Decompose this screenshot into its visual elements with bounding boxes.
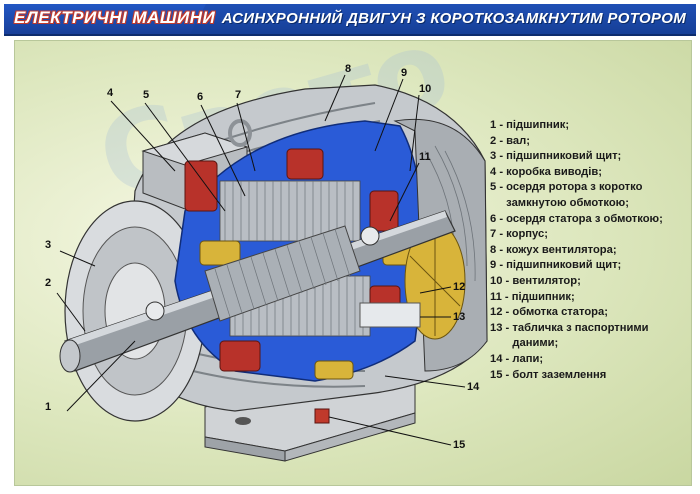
legend-num: 4 -	[490, 165, 507, 178]
callout-14: 14	[467, 381, 480, 393]
lifting-eye	[228, 119, 252, 147]
callout-7: 7	[235, 89, 242, 101]
legend-item: 4 - коробка виводів;	[490, 165, 690, 181]
legend-text: табличка з паспортними даними;	[512, 321, 649, 350]
legend-num: 15 -	[490, 368, 513, 381]
legend-text: обмотка статора;	[512, 306, 608, 319]
callout-6: 6	[197, 91, 204, 103]
legend-text: осердя ротора з коротко замкнутою обмотк…	[506, 181, 643, 209]
nameplate	[359, 302, 421, 328]
legend-item: 14 - лапи;	[490, 352, 690, 368]
legend-text: підшипник;	[506, 119, 570, 131]
callout-1: 1	[45, 401, 52, 413]
legend-text: підшипник;	[511, 290, 575, 303]
legend-num: 13 -	[490, 321, 513, 334]
legend-text: вал;	[506, 134, 530, 147]
diagram-panel: Свето	[14, 3, 692, 486]
legend-item: 3 - підшипниковий щит;	[490, 149, 690, 165]
legend-text: лапи;	[512, 352, 544, 365]
legend-text: кожух вентилятора;	[506, 243, 617, 256]
motor-diagram	[56, 74, 488, 462]
bearings	[145, 226, 380, 321]
legend-num: 14 -	[490, 352, 513, 365]
legend-num: 1 -	[490, 119, 507, 131]
legend-item: 5 - осердя ротора з коротко замкнутою об…	[490, 180, 690, 211]
legend-item: 1 - підшипник;	[490, 118, 690, 134]
legend-num: 2 -	[490, 134, 507, 147]
legend-item: 8 - кожух вентилятора;	[490, 243, 690, 259]
legend-item: 13 - табличка з паспортними даними;	[490, 321, 690, 352]
legend-num: 12 -	[490, 306, 513, 319]
legend-num: 8 -	[490, 243, 507, 256]
callout-9: 9	[401, 67, 408, 79]
legend-num: 5 -	[490, 181, 507, 194]
legend-text: коробка виводів;	[506, 165, 602, 178]
legend-text: підшипниковий щит;	[506, 150, 622, 163]
header-bar: ЕЛЕКТРИЧНІ МАШИНИ АСИНХРОННИЙ ДВИГУН З К…	[4, 4, 696, 36]
legend-num: 6 -	[490, 212, 507, 225]
legend: 1 - підшипник; 2 - вал; 3 - підшипникови…	[490, 118, 690, 383]
header-left-tab	[4, 4, 206, 34]
callout-3: 3	[45, 239, 52, 251]
callout-2: 2	[45, 277, 52, 289]
callout-11: 11	[419, 151, 431, 163]
callout-10: 10	[419, 83, 432, 95]
legend-num: 10 -	[490, 274, 513, 287]
legend-text: підшипниковий щит;	[506, 259, 622, 272]
legend-num: 3 -	[490, 150, 507, 163]
legend-item: 11 - підшипник;	[490, 290, 690, 306]
callout-5: 5	[143, 89, 150, 101]
legend-num: 7 -	[490, 228, 507, 241]
legend-item: 6 - осердя статора з обмоткою;	[490, 212, 690, 228]
callout-15: 15	[453, 439, 466, 451]
legend-num: 11 -	[490, 290, 512, 303]
callout-13: 13	[453, 311, 466, 323]
callout-8: 8	[345, 63, 352, 75]
ground-bolt	[314, 408, 330, 424]
leader-lines	[56, 74, 466, 446]
callout-12: 12	[453, 281, 466, 293]
legend-item: 10 - вентилятор;	[490, 274, 690, 290]
legend-item: 15 - болт заземлення	[490, 368, 690, 384]
callout-4: 4	[107, 87, 114, 99]
legend-item: 2 - вал;	[490, 134, 690, 150]
poster-title: АСИНХРОННИЙ ДВИГУН З КОРОТКОЗАМКНУТИМ РО…	[221, 10, 686, 27]
legend-text: болт заземлення	[512, 368, 607, 381]
legend-num: 9 -	[490, 259, 507, 272]
legend-text: вентилятор;	[512, 274, 581, 287]
legend-text: корпус;	[506, 228, 548, 241]
series-title: ЕЛЕКТРИЧНІ МАШИНИ	[14, 8, 216, 27]
legend-item: 12 - обмотка статора;	[490, 305, 690, 321]
legend-item: 9 - підшипниковий щит;	[490, 258, 690, 274]
legend-item: 7 - корпус;	[490, 227, 690, 243]
legend-text: осердя статора з обмоткою;	[506, 212, 663, 225]
